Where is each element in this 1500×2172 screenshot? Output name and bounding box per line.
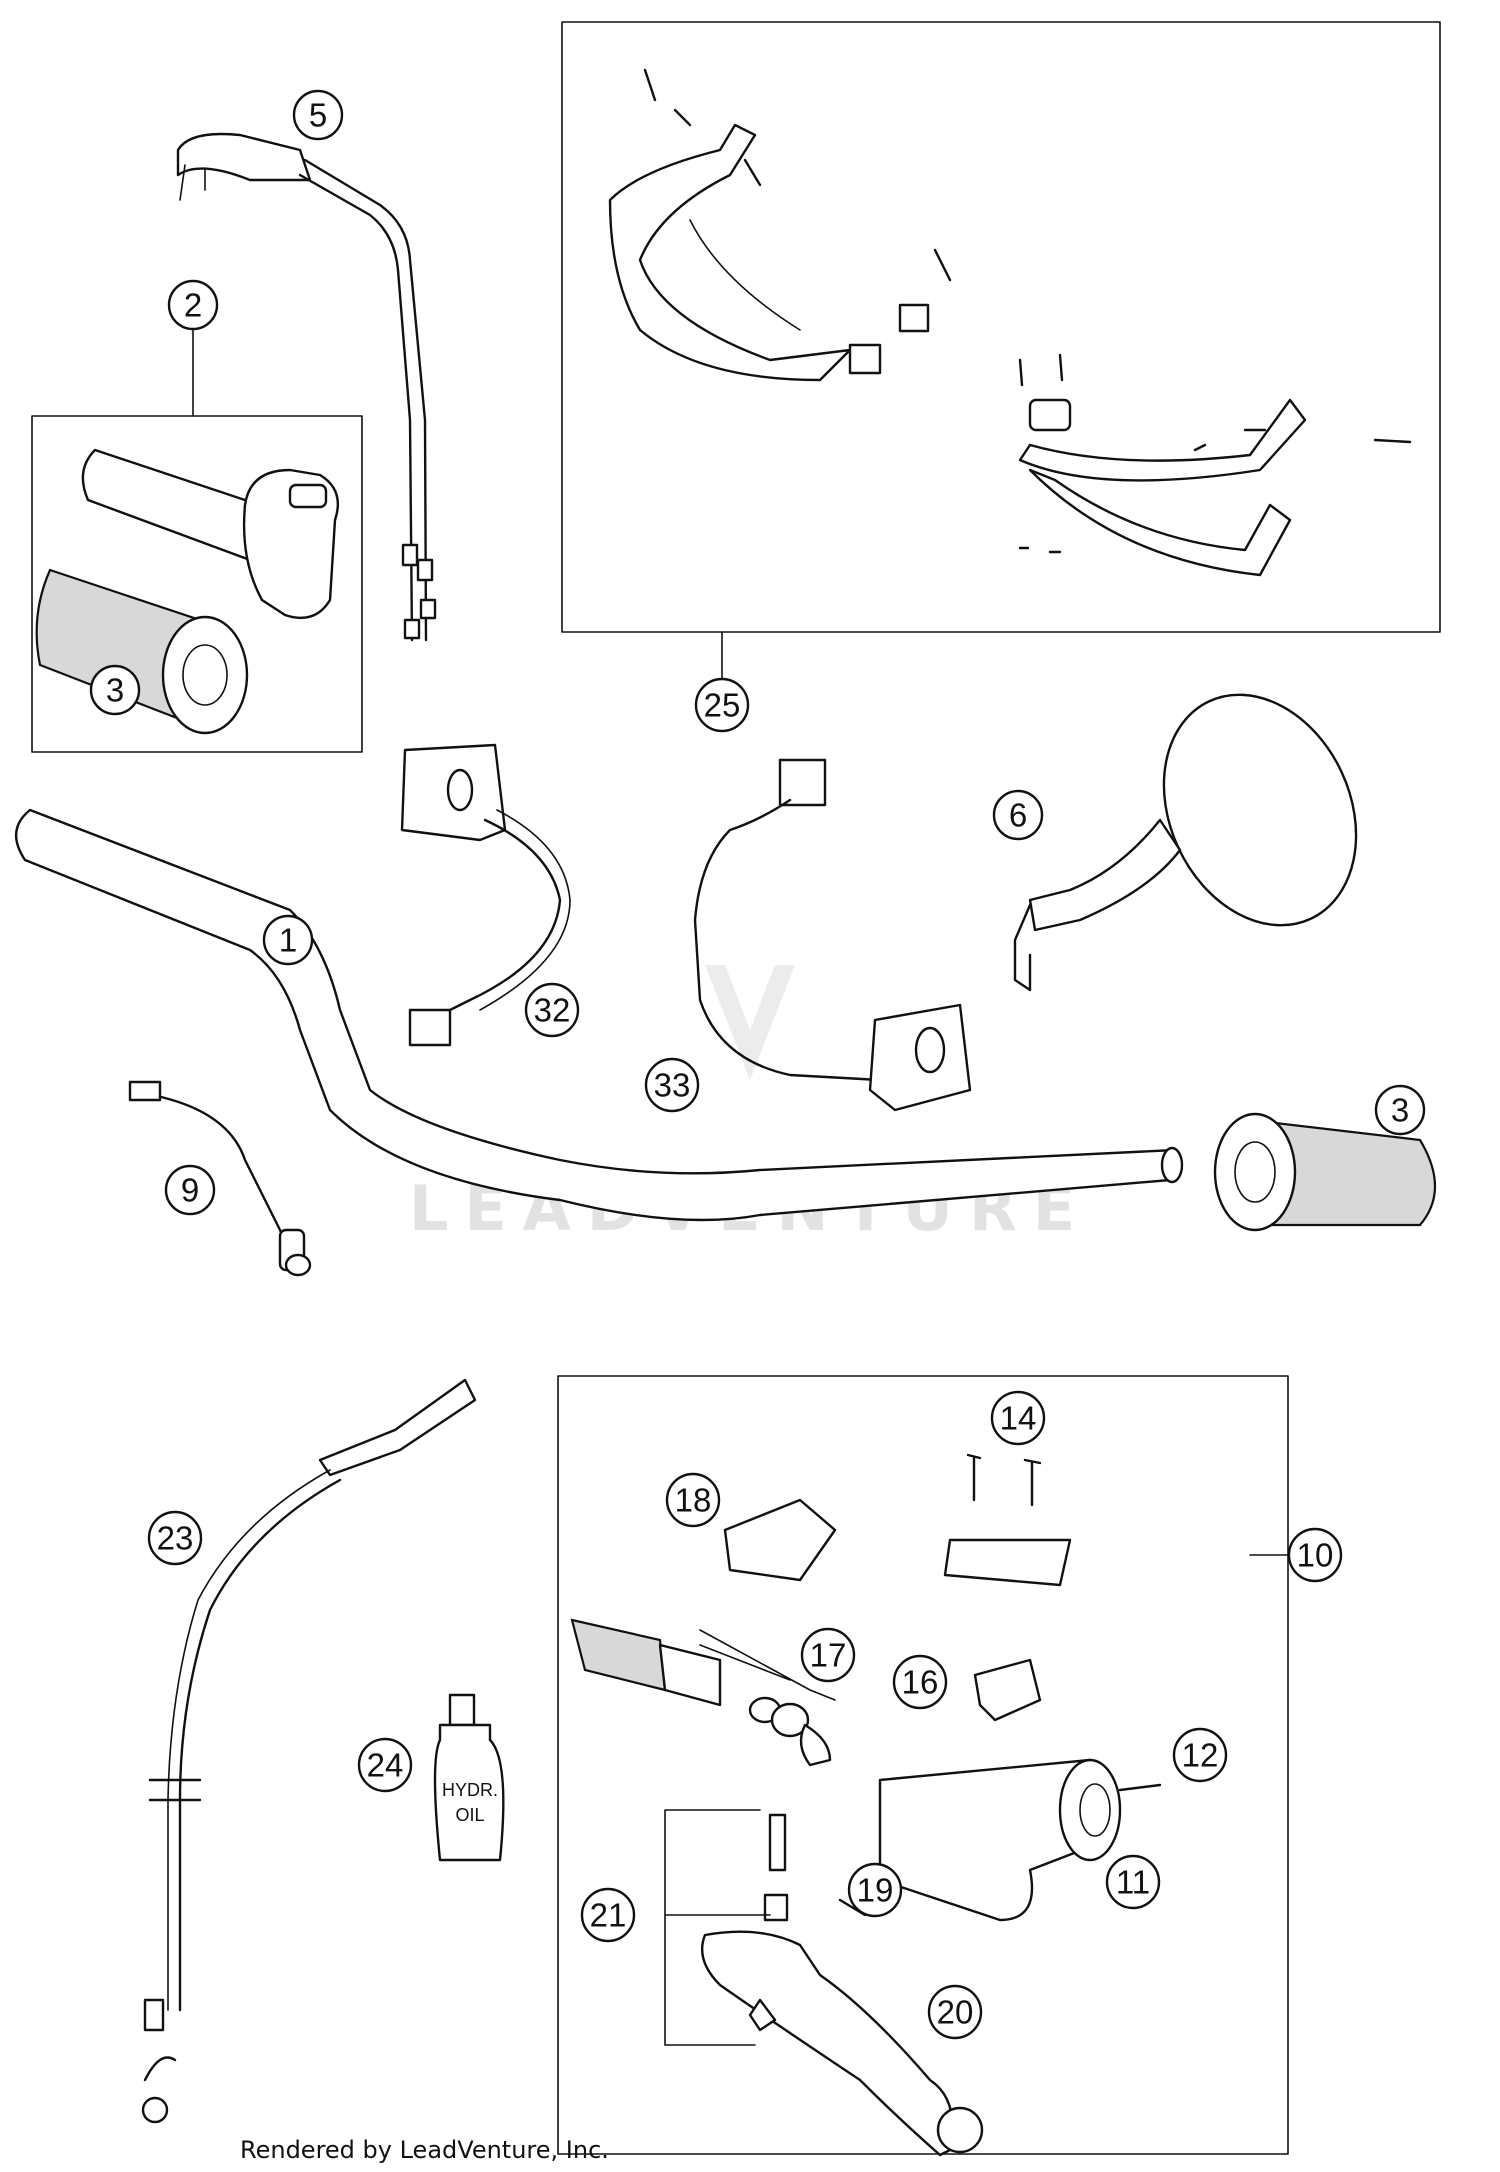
callout-25: 25 [694,677,750,733]
callout-32-label: 32 [534,992,571,1029]
callout-25-label: 25 [704,687,741,724]
callout-19: 19 [847,1862,903,1918]
callout-10: 10 [1287,1527,1343,1583]
callout-33: 33 [644,1057,700,1113]
render-credit: Rendered by LeadVenture, Inc. [240,2136,609,2164]
callout-23: 23 [147,1510,203,1566]
brake-line [141,1378,477,2124]
callout-11: 11 [1105,1854,1161,1910]
callout-24-label: 24 [367,1747,404,1784]
callout-3-left-label: 3 [106,672,124,709]
oil-bottle: HYDR. OIL [433,1693,505,1862]
callout-17: 17 [800,1627,856,1683]
callout-24: 24 [357,1737,413,1793]
throttle-group-box [31,415,363,753]
oil-bottle-label-line1: HYDR. [442,1780,498,1800]
callout-2-label: 2 [184,287,202,324]
callout-23-label: 23 [157,1520,194,1557]
callout-10-label: 10 [1297,1537,1334,1574]
callout-5: 5 [292,89,344,141]
left-switch [400,743,571,1047]
callout-6-label: 6 [1009,797,1027,834]
callout-1-label: 1 [279,922,297,959]
callout-12: 12 [1172,1727,1228,1783]
callout-9: 9 [164,1164,216,1216]
callout-14-label: 14 [1000,1400,1037,1437]
callout-17-label: 17 [810,1637,847,1674]
callout-20-label: 20 [937,1994,974,2031]
callout-3-left: 3 [89,664,141,716]
right-grip [1213,1112,1437,1232]
hand-guards [608,68,1412,577]
throttle-tube-and-grip [35,448,340,735]
callout-6: 6 [992,789,1044,841]
brake-master-parts [570,1453,1289,2157]
callout-16: 16 [892,1654,948,1710]
callout-20: 20 [927,1984,983,2040]
callout-21: 21 [580,1887,636,1943]
callout-9-label: 9 [181,1172,199,1209]
right-switch [693,758,972,1112]
callout-18: 18 [665,1472,721,1528]
callout-14: 14 [990,1390,1046,1446]
handlebar [15,808,1184,1222]
callout-33-label: 33 [654,1067,691,1104]
callout-11-label: 11 [1116,1864,1150,1901]
brake-master-group-box [557,1375,1289,2155]
callout-2: 2 [167,279,219,331]
callout-5-label: 5 [309,97,327,134]
callout-18-label: 18 [675,1482,712,1519]
callout-12-label: 12 [1182,1737,1219,1774]
callout-3-right: 3 [1374,1084,1426,1136]
watermark-logo-icon [705,965,795,1080]
callout-16-label: 16 [902,1664,939,1701]
callout-3-right-label: 3 [1391,1092,1409,1129]
callout-21-label: 21 [590,1897,627,1934]
callout-19-label: 19 [857,1872,894,1909]
oil-bottle-label-line2: OIL [455,1805,484,1825]
callout-32: 32 [524,982,580,1038]
throttle-cables [176,132,437,642]
sensor-cable [128,1080,312,1277]
callout-1: 1 [262,914,314,966]
handguard-group-box [561,21,1441,633]
mirror [1013,693,1358,992]
